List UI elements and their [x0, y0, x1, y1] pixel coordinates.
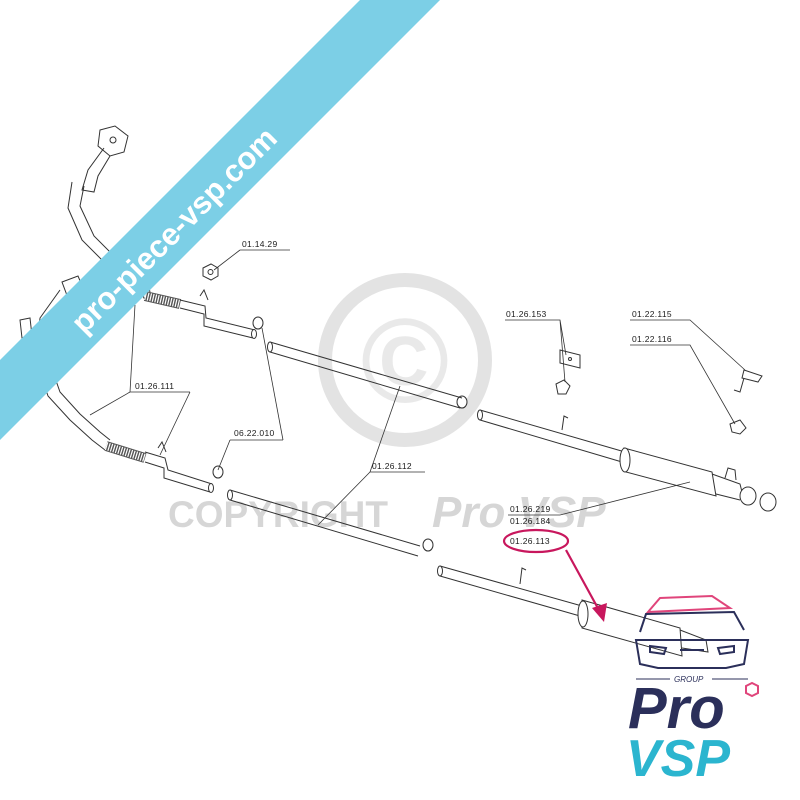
pro-vsp-logo: GROUP Pro VSP: [626, 594, 759, 788]
hex-nut-icon: [745, 681, 759, 698]
label-01-22-116: 01.22.116: [632, 334, 672, 344]
copyright-watermark: © COPYRIGHT Pro VSP: [168, 273, 606, 537]
hanger-brackets: [555, 349, 763, 435]
highlight-arrowhead-icon: [592, 603, 607, 622]
label-01-26-112: 01.26.112: [372, 461, 412, 471]
rear-silencer-single: [437, 565, 709, 657]
label-01-26-184: 01.26.184: [510, 516, 551, 526]
clamps: [212, 316, 468, 552]
label-01-26-113: 01.26.113: [510, 536, 550, 546]
highlight-arrow-shaft: [565, 549, 601, 613]
leader-lines: [89, 249, 746, 526]
watermark-brand: Pro VSP: [432, 488, 606, 537]
label-01-26-219: 01.26.219: [510, 504, 551, 514]
part-labels: 01.14.29 01.26.111 06.22.010 01.26.112 0…: [135, 239, 672, 546]
logo-pro-text: Pro: [628, 676, 725, 741]
highlight-annotation: [502, 528, 607, 622]
nut-part: [202, 263, 219, 281]
car-icon: [634, 594, 750, 669]
banner-stripe: [0, 0, 440, 440]
rear-silencer-dual: [477, 409, 777, 512]
highlight-ellipse: [502, 528, 570, 554]
label-01-14-29: 01.14.29: [242, 239, 278, 249]
copyright-symbol: ©: [361, 294, 449, 428]
logo-group-text: GROUP: [674, 675, 704, 684]
logo-vsp-text: VSP: [626, 730, 730, 788]
label-06-22-010: 06.22.010: [234, 428, 275, 438]
label-01-26-111: 01.26.111: [135, 381, 174, 391]
label-01-26-153: 01.26.153: [506, 309, 547, 319]
label-01-22-115: 01.22.115: [632, 309, 672, 319]
